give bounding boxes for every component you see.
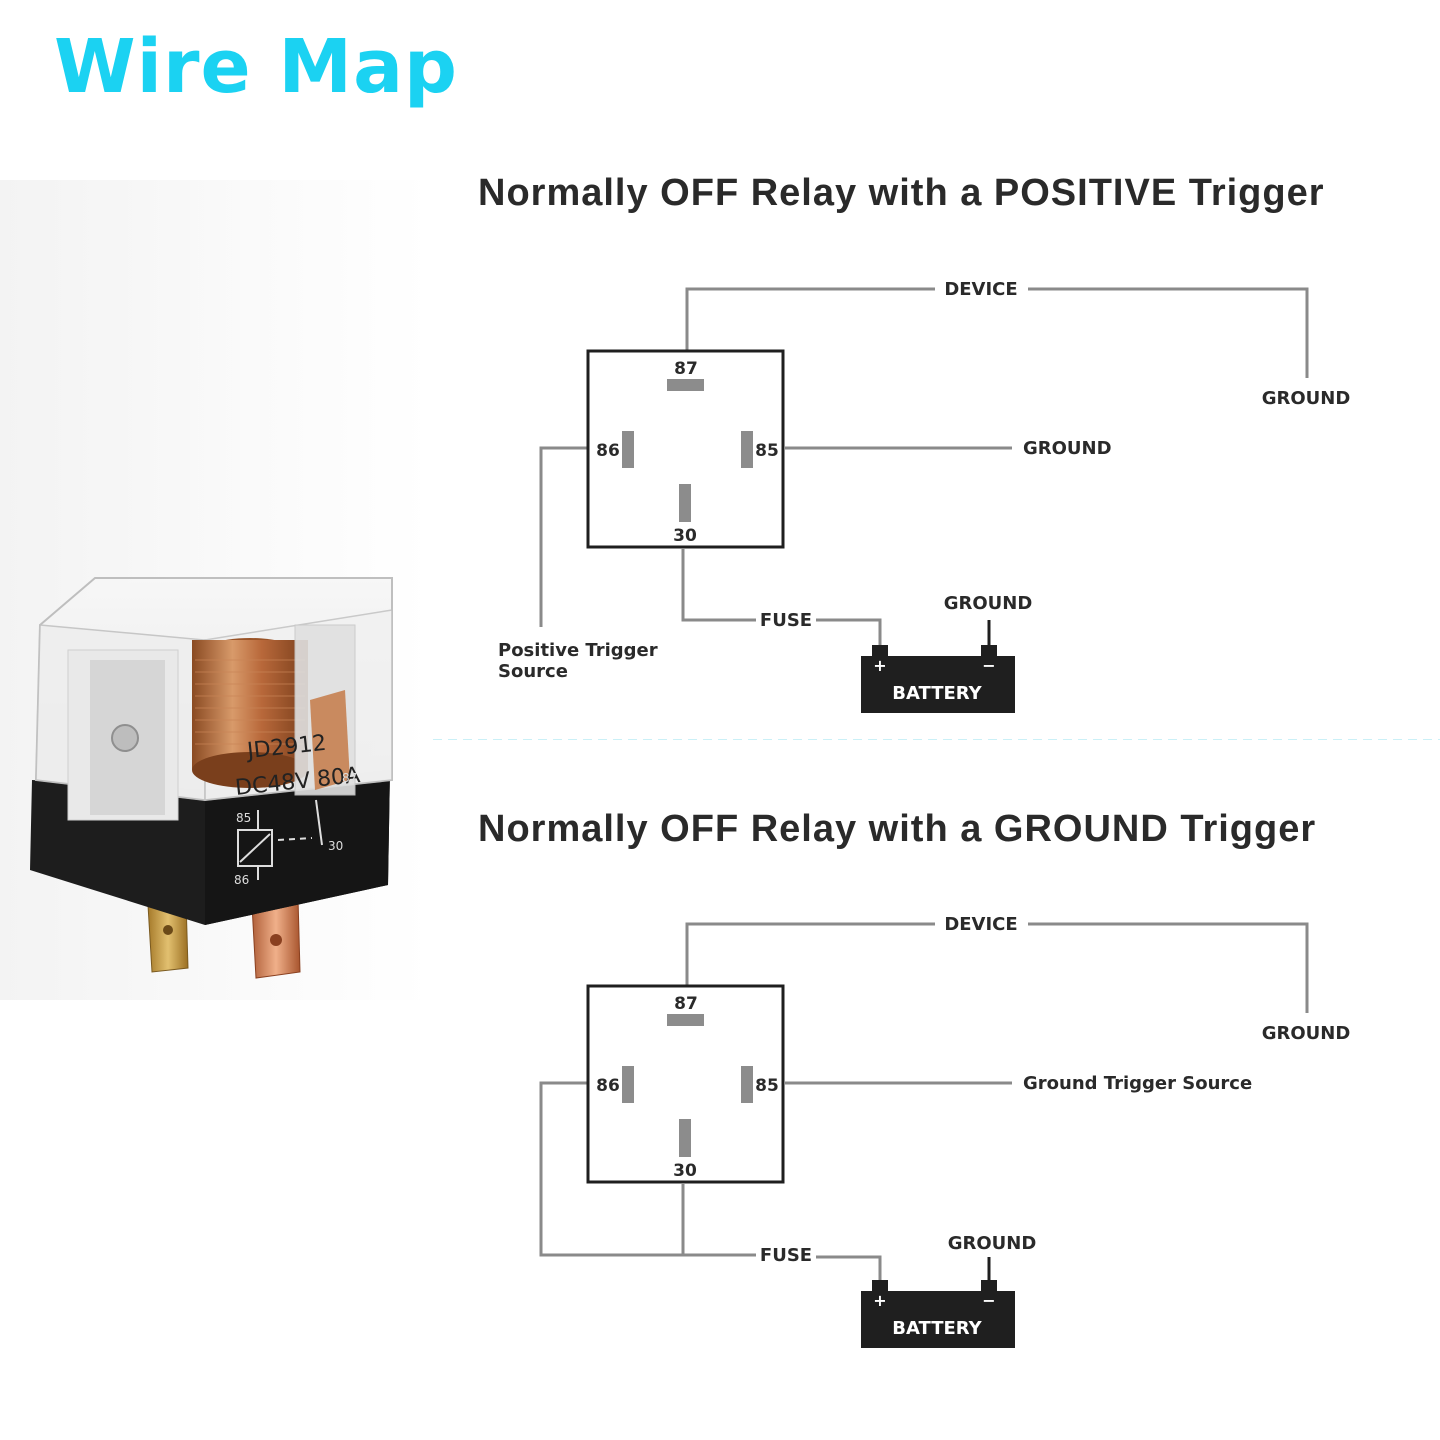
device-ground-label: GROUND [1262, 388, 1351, 409]
wire-device-ground [1028, 287, 1309, 378]
relay-photo: JD2912 DC48V 80A 85 86 87 30 [0, 180, 430, 1000]
wire-device-ground [1028, 922, 1309, 1013]
ground-trigger-source-label: Ground Trigger Source [1023, 1073, 1252, 1094]
battery-minus-sign: − [982, 1291, 995, 1310]
device-label: DEVICE [944, 279, 1017, 300]
pin-86-bar [622, 1066, 634, 1103]
wire-86-trigger [539, 446, 587, 627]
fuse-label: FUSE [760, 610, 812, 631]
wire-fuse-battery [816, 1255, 882, 1280]
pin-86-bar [622, 431, 634, 468]
wire-fuse-battery [816, 618, 882, 645]
trigger-source-label-line2: Source [498, 661, 568, 682]
page-title: Wire Map [54, 24, 458, 110]
battery-minus-sign: − [982, 656, 995, 675]
diagram-1-title: Normally OFF Relay with a POSITIVE Trigg… [478, 172, 1325, 214]
battery-plus-sign: + [873, 1291, 886, 1310]
battery-ground-label: GROUND [948, 1233, 1037, 1254]
diagram-1-wires [539, 287, 1309, 645]
battery-plus-terminal [872, 645, 888, 657]
pin-85-bar [741, 1066, 753, 1103]
pin-30-label: 30 [673, 526, 697, 546]
pin-86-label: 86 [596, 441, 620, 461]
diagram-2-wires [539, 922, 1309, 1280]
battery-minus-terminal [981, 645, 997, 657]
wire-87-device [685, 287, 935, 350]
pin-30-bar [679, 484, 691, 522]
relay-pin30-text: 30 [328, 839, 343, 853]
pin-85-bar [741, 431, 753, 468]
battery-body [861, 656, 1015, 713]
pin-87-label: 87 [674, 359, 698, 379]
relay-pin86-text: 86 [234, 873, 249, 887]
battery-minus-terminal [981, 1280, 997, 1292]
diagram-2-title: Normally OFF Relay with a GROUND Trigger [478, 808, 1317, 850]
device-ground-label: GROUND [1262, 1023, 1351, 1044]
battery-label: BATTERY [892, 1318, 982, 1339]
pin-30-label: 30 [673, 1161, 697, 1181]
battery-plus-sign: + [873, 656, 886, 675]
device-label: DEVICE [944, 914, 1017, 935]
battery-plus-terminal [872, 1280, 888, 1292]
pin-30-bar [679, 1119, 691, 1157]
battery-label: BATTERY [892, 683, 982, 704]
pin-85-label: 85 [755, 1076, 779, 1096]
diagram-positive-trigger: 87 86 85 30 DEVICE GROUND GROUND Positiv… [433, 279, 1440, 740]
relay-pin85-text: 85 [236, 811, 251, 825]
battery-1: + − BATTERY [861, 645, 1015, 713]
pin85-ground-label: GROUND [1023, 438, 1112, 459]
battery-ground-label: GROUND [944, 593, 1033, 614]
relay-pin87-text: 87 [342, 771, 357, 785]
pin-87-bar [667, 379, 704, 391]
battery-2: + − BATTERY [861, 1280, 1015, 1348]
pin-85-label: 85 [755, 441, 779, 461]
wire-86-loop [539, 1081, 683, 1257]
wire-30-fuse [681, 549, 756, 622]
pin-87-bar [667, 1014, 704, 1026]
trigger-source-label-line1: Positive Trigger [498, 640, 658, 661]
pin-86-label: 86 [596, 1076, 620, 1096]
battery-body [861, 1291, 1015, 1348]
wire-30-fuse [681, 1184, 756, 1257]
fuse-label: FUSE [760, 1245, 812, 1266]
pin-87-label: 87 [674, 994, 698, 1014]
wire-87-device [685, 922, 935, 985]
